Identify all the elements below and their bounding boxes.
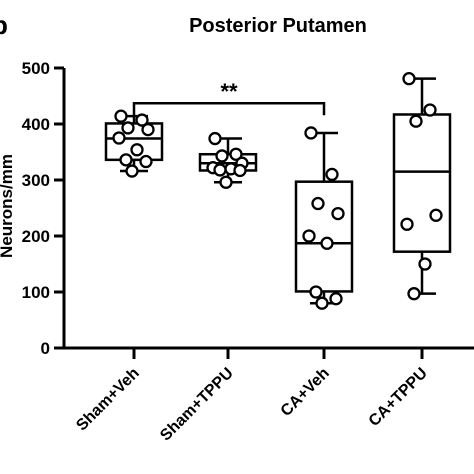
data-point	[320, 236, 334, 250]
x-tick-label: CA+TPPU	[366, 365, 431, 430]
axes: 0 100 200 300 400 500	[22, 59, 474, 359]
data-point	[112, 131, 126, 145]
data-point	[229, 147, 243, 161]
data-point	[213, 163, 227, 177]
data-point	[418, 257, 432, 271]
significance-annotations: **	[132, 79, 326, 116]
x-tick-label: CA+Veh	[278, 365, 333, 420]
data-point	[114, 109, 128, 123]
data-point	[402, 71, 416, 86]
data-point	[215, 149, 229, 163]
box-iqr	[392, 113, 452, 253]
data-point	[130, 143, 144, 157]
data-point	[429, 208, 443, 222]
box-ca-veh	[294, 131, 354, 305]
data-point	[121, 121, 135, 135]
box-iqr	[104, 122, 164, 162]
data-point	[302, 229, 316, 243]
data-point	[135, 113, 149, 127]
data-point	[141, 122, 155, 137]
data-point	[325, 167, 339, 182]
significance-label: **	[220, 79, 238, 104]
y-axis-title: Neurons/mm	[0, 154, 16, 258]
data-point	[331, 206, 345, 221]
data-point	[400, 217, 414, 231]
y-tick-label: 300	[22, 171, 50, 190]
data-point	[315, 296, 329, 310]
data-point	[423, 103, 437, 117]
box-iqr	[294, 180, 354, 293]
data-point	[407, 287, 421, 301]
data-point	[125, 164, 139, 178]
y-tick-label: 500	[22, 59, 50, 78]
x-tick-label: Sham+Veh	[73, 365, 143, 435]
data-point	[329, 292, 343, 306]
data-points	[112, 71, 443, 310]
data-point	[219, 175, 233, 189]
data-point	[409, 114, 423, 128]
data-point	[119, 153, 133, 167]
panel-letter: b	[0, 10, 8, 40]
y-tick-label: 400	[22, 115, 50, 134]
data-point	[311, 196, 325, 211]
data-point	[139, 154, 153, 169]
significance-bracket	[132, 101, 326, 116]
y-tick-label: 100	[22, 283, 50, 302]
boxes	[104, 77, 452, 305]
data-point	[304, 126, 318, 140]
y-tick-label: 0	[41, 339, 50, 358]
data-point	[208, 131, 222, 146]
x-tick-label: Sham+TPPU	[157, 365, 237, 445]
data-point	[233, 163, 247, 178]
y-tick-label: 200	[22, 227, 50, 246]
data-point	[309, 285, 323, 299]
box-sham-veh	[104, 114, 164, 173]
chart-title: Posterior Putamen	[189, 15, 367, 37]
